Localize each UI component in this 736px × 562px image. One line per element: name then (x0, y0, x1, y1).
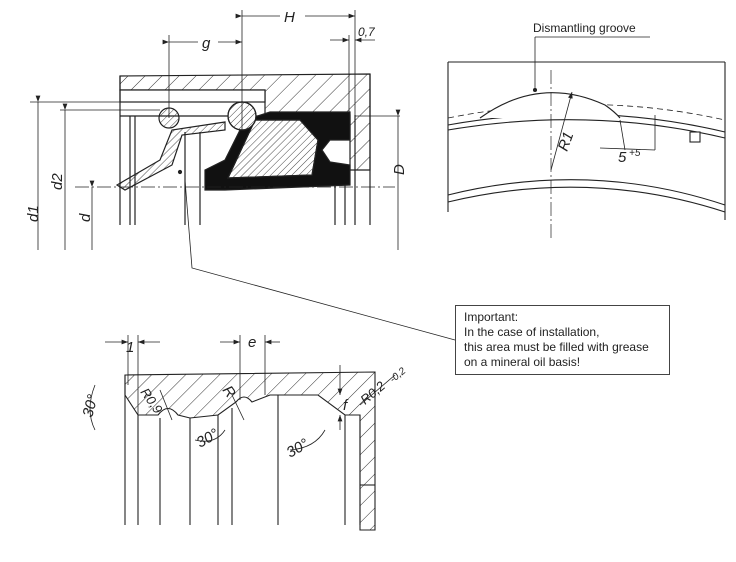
note-line-3: this area must be filled with grease (464, 340, 649, 354)
metal-lip (115, 121, 226, 191)
dim-5-tolerance: +5 (629, 148, 641, 159)
dim-e: e (248, 334, 256, 351)
dim-R1: R1 (555, 130, 578, 154)
angle-30-right: 30° (284, 435, 312, 461)
dim-g: g (202, 35, 211, 52)
dim-f: f (343, 397, 349, 414)
dim-d: d (77, 213, 94, 222)
dim-R02-tolerance: -0,2 (388, 366, 409, 386)
grease-note-box: Important: In the case of installation, … (455, 305, 670, 375)
note-line-1: Important: (464, 310, 519, 324)
groove-detail-view (447, 36, 726, 240)
seal-section-view (30, 10, 456, 341)
angle-30-left: 30° (79, 393, 101, 419)
dim-H: H (284, 9, 295, 26)
dim-d2: d2 (49, 173, 66, 190)
housing-groove-view (89, 335, 396, 531)
metal-insert (227, 119, 319, 179)
dim-5: 5 (618, 149, 627, 166)
angle-30-middle: 30° (194, 425, 222, 451)
dim-D: D (391, 164, 408, 175)
dim-gap: 0,7 (358, 25, 376, 39)
note-line-2: In the case of installation, (464, 325, 600, 339)
dim-d1: d1 (25, 205, 42, 222)
note-line-4: on a mineral oil basis! (464, 355, 581, 369)
label-dismantling-groove: Dismantling groove (533, 21, 636, 35)
dim-1: 1 (126, 339, 134, 356)
